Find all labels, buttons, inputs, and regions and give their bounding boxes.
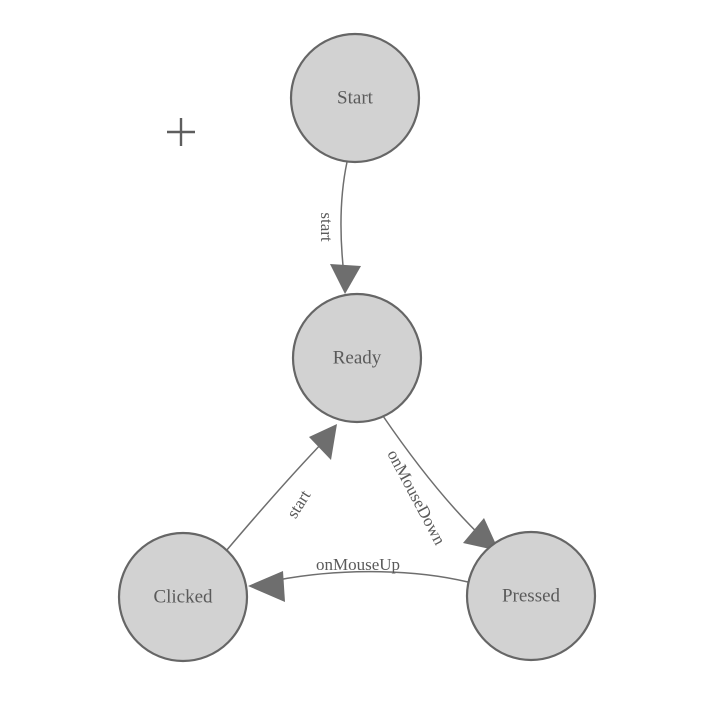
node-pressed[interactable]: Pressed [465,530,597,662]
node-ready[interactable]: Ready [291,292,423,424]
node-clicked-label: Clicked [153,586,213,607]
node-ready-circle[interactable] [291,292,423,424]
edge-pressed-to-clicked-path [277,570,469,583]
edge-label-start-to-ready: start [317,212,336,242]
node-ready-label: Ready [333,347,382,368]
node-clicked[interactable]: Clicked [117,531,249,663]
edge-label-pressed-to-clicked: onMouseUp [316,555,400,574]
edge-clicked-to-ready[interactable] [225,424,337,552]
edge-clicked-to-ready-path [225,439,326,552]
edge-start-to-ready-arrowhead [330,264,361,294]
edge-ready-to-pressed[interactable] [382,415,499,551]
node-start-label: Start [337,87,374,108]
edge-label-clicked-to-ready: start [283,486,315,521]
node-pressed-label: Pressed [502,585,561,606]
edge-start-to-ready[interactable] [330,161,361,294]
edge-clicked-to-ready-arrowhead [309,424,337,460]
node-start-circle[interactable] [289,32,421,164]
edge-ready-to-pressed-arrowhead [463,518,499,551]
node-pressed-circle[interactable] [465,530,597,662]
node-clicked-circle[interactable] [117,531,249,663]
edge-pressed-to-clicked-arrowhead [248,571,285,602]
edge-pressed-to-clicked[interactable] [248,570,469,602]
edge-start-to-ready-path [340,161,348,276]
plus-crosshair-icon [167,118,195,146]
node-start[interactable]: Start [289,32,421,164]
